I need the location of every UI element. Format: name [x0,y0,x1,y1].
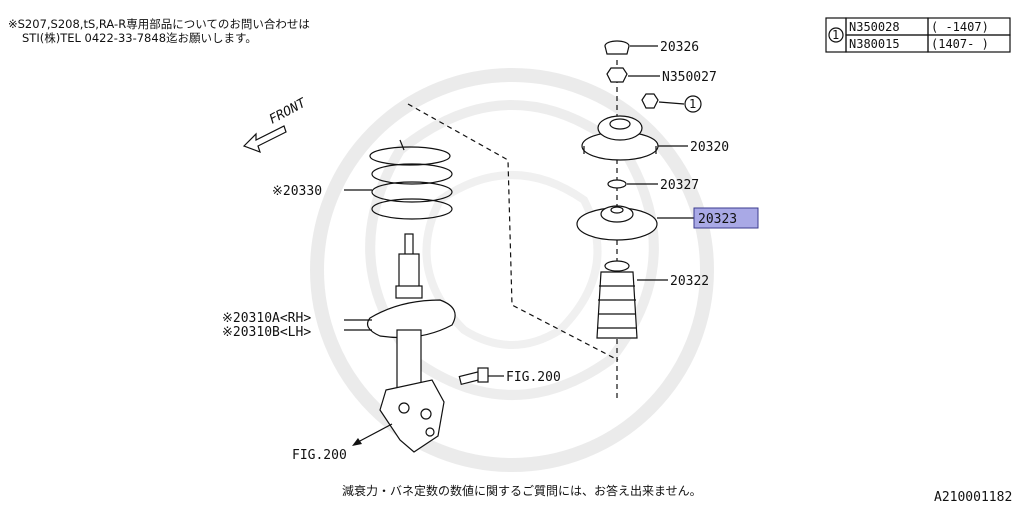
front-label: FRONT [267,95,310,127]
leader-circle1 [658,101,685,105]
part-20323-seat [576,205,658,241]
label-20320: 20320 [690,140,729,155]
arrow-fig200-bottom-icon [352,438,362,446]
part-20327-washer [607,179,627,189]
part-20320-mount [581,115,659,161]
header-note-line2: STI(株)TEL 0422-33-7848迄お願いします。 [22,31,257,45]
header-note-line1: ※S207,S208,tS,RA-R専用部品についてのお問い合わせは [8,17,310,31]
ref-marker-text: 1 [832,28,839,42]
label-fig200-bottom[interactable]: FIG.200 [292,448,347,463]
ref-table: 1 N350028 ( -1407) N380015 (1407- ) [825,17,1011,53]
coil-spring [369,139,453,220]
ref-circle-marker [828,27,844,43]
label-circle1-ring [684,95,702,113]
watermark-emblem [310,68,714,472]
ref-row1-range: ( -1407) [931,20,989,34]
diagram-id: A210001182 [934,490,1012,505]
label-20310B: ※20310B<LH> [222,325,311,340]
label-20323[interactable]: 20323 [698,212,737,227]
label-N350027: N350027 [662,70,717,85]
bracket-bolt [458,367,489,386]
strut-assembly [367,233,456,453]
assembly-dashed-line [407,103,619,361]
leader-fig200-bottom [357,423,393,443]
label-20310A: ※20310A<RH> [222,311,311,326]
label-20330: ※20330 [272,184,322,199]
front-arrow-icon: FRONT [242,95,310,154]
label-20327: 20327 [660,178,699,193]
label-fig200-bolt[interactable]: FIG.200 [506,370,561,385]
part-20322-bump-boot [596,260,638,339]
part-circle1-nut [641,93,659,109]
label-20326: 20326 [660,40,699,55]
ref-row2-part: N380015 [849,37,900,51]
part-20326-cap [604,40,630,55]
ref-row2-range: (1407- ) [931,37,989,51]
label-circle1: 1 [689,97,696,111]
highlight-20323[interactable] [693,207,759,229]
label-20322: 20322 [670,274,709,289]
part-N350027-nut [606,67,628,83]
ref-row1-part: N350028 [849,20,900,34]
footer-note: 減衰力・バネ定数の数値に関するご質問には、お答え出来ません。 [342,483,702,498]
